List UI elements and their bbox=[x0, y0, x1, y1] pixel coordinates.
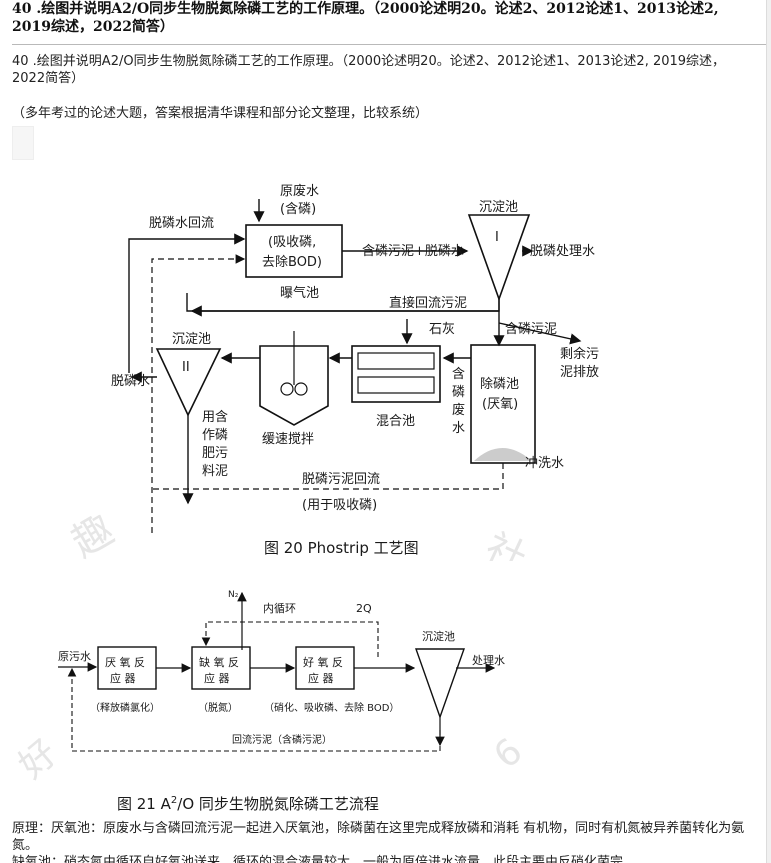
anoxic-principle: 缺氧池：硝态氮由循环自好氧池送来，循环的混合液量较大，一般为原倍进水流量，此段主… bbox=[12, 855, 624, 863]
figure-1-caption: 图 20 Phostrip 工艺图 bbox=[264, 539, 419, 557]
sludge-return-label: 回流污泥（含磷污泥） bbox=[232, 733, 332, 746]
p-wastewater-char: 含 bbox=[452, 366, 465, 382]
internal-cycle-label: 内循环 bbox=[263, 601, 296, 615]
anaerobic-label-2: 应 器 bbox=[110, 671, 136, 685]
sludge-return-label: 脱磷污泥回流 bbox=[302, 472, 380, 487]
fertilizer-char: 肥污 bbox=[202, 446, 228, 461]
watermark: 社 bbox=[478, 525, 534, 561]
image-placeholder bbox=[12, 126, 34, 160]
principle-paragraph: 原理：厌氧池：原废水与含磷回流污泥一起进入厌氧池，除磷菌在这里完成释放磷和消耗 … bbox=[12, 820, 757, 863]
clarifier-2-shape bbox=[155, 348, 222, 417]
stripper-label-2: (厌氧) bbox=[482, 397, 518, 412]
fertilizer-char: 作磷 bbox=[202, 428, 228, 443]
aerobic-label: 好 氧 反 bbox=[303, 655, 343, 669]
slow-mix-label: 缓速搅拌 bbox=[262, 431, 314, 447]
treated-water-label: 脱磷处理水 bbox=[530, 244, 595, 259]
anoxic-label: 缺 氧 反 bbox=[199, 655, 239, 669]
lime-label: 石灰 bbox=[429, 322, 455, 337]
fertilizer-char: 用含 bbox=[202, 409, 228, 425]
excess-sludge-label: 剩余污 bbox=[560, 346, 599, 362]
settling-tank bbox=[415, 648, 465, 720]
aeration-tank-label: 曝气池 bbox=[280, 285, 319, 301]
mix-tank-label: 混合池 bbox=[376, 414, 415, 429]
direct-return-label: 直接回流污泥 bbox=[389, 295, 467, 311]
watermark: 趣 bbox=[64, 507, 122, 561]
aerobic-note: （硝化、吸收磷、去除 BOD） bbox=[264, 701, 399, 714]
effluent-label: 处理水 bbox=[472, 654, 505, 667]
anaerobic-label: 厌 氧 反 bbox=[105, 655, 145, 669]
anaerobic-note: （释放磷氯化） bbox=[90, 701, 160, 714]
clarifier-2-roman: II bbox=[182, 360, 190, 375]
excess-sludge-label-2: 泥排放 bbox=[560, 365, 599, 380]
a2o-figure: 好 6 N₂ 内循环 2Q 原污水 厌 氧 反 应 器 （释放磷氯化） 缺 氧 … bbox=[11, 565, 560, 818]
dephos-water-label: 脱磷水 bbox=[111, 374, 150, 389]
scrollbar[interactable] bbox=[766, 0, 771, 863]
p-wastewater-char: 水 bbox=[452, 421, 465, 436]
phostrip-figure: 趣 社 原废水 (含磷) (吸收磷, 去除BOD) 曝气池 脱磷水回流 沉淀池 … bbox=[12, 163, 705, 584]
note-paragraph: （多年考过的论述大题，答案根据清华课程和部分论文整理，比较系统） bbox=[12, 106, 429, 121]
clarifier-1-label: 沉淀池 bbox=[479, 200, 518, 215]
watermark: 好 bbox=[12, 732, 65, 787]
wash-water-label: 冲洗水 bbox=[525, 456, 564, 471]
aeration-box-label-2: 去除BOD) bbox=[262, 255, 322, 270]
figure-2-caption: 图 21 A2/O 同步生物脱氮除磷工艺流程 bbox=[117, 795, 379, 813]
p-wastewater-char: 废 bbox=[452, 402, 465, 418]
n2-label: N₂ bbox=[228, 590, 239, 600]
sludge-water-label: 含磷污泥+脱磷水 bbox=[362, 243, 464, 259]
phostrip-diagram: 趣 社 原废水 (含磷) (吸收磷, 去除BOD) 曝气池 脱磷水回流 沉淀池 … bbox=[64, 183, 599, 584]
question-paragraph: 40 .绘图并说明A2/O同步生物脱氮除磷工艺的工作原理。（2000论述明20。… bbox=[12, 54, 726, 86]
mix-tank bbox=[351, 345, 441, 403]
anaerobic-principle: 原理：厌氧池：原废水与含磷回流污泥一起进入厌氧池，除磷菌在这里完成释放磷和消耗 … bbox=[12, 821, 745, 853]
fertilizer-char: 料泥 bbox=[202, 464, 228, 479]
anoxic-label-2: 应 器 bbox=[204, 671, 230, 685]
clarifier-2-label: 沉淀池 bbox=[172, 332, 211, 347]
for-uptake-label: (用于吸收磷) bbox=[302, 498, 377, 513]
p-wastewater-char: 磷 bbox=[452, 385, 465, 400]
clarifier-1-roman: I bbox=[495, 230, 499, 245]
return-flow-label: 脱磷水回流 bbox=[149, 216, 214, 231]
question-heading: 40 .绘图并说明A2/O同步生物脱氮除磷工艺的工作原理。（2000论述明20。… bbox=[12, 1, 719, 35]
settling-label: 沉淀池 bbox=[422, 629, 455, 643]
watermark: 6 bbox=[486, 731, 530, 777]
clarifier-1-shape bbox=[467, 214, 531, 302]
raw-water-label: 原污水 bbox=[58, 650, 91, 663]
stripper-label: 除磷池 bbox=[480, 377, 519, 392]
q2-label: 2Q bbox=[356, 602, 372, 615]
aerobic-label-2: 应 器 bbox=[308, 671, 334, 685]
aeration-box-label: (吸收磷, bbox=[268, 235, 316, 250]
slow-mix-tank bbox=[259, 345, 329, 426]
a2o-diagram: 好 6 N₂ 内循环 2Q 原污水 厌 氧 反 应 器 （释放磷氯化） 缺 氧 … bbox=[11, 590, 530, 813]
raw-water-label: 原废水 bbox=[280, 183, 319, 199]
divider bbox=[12, 44, 766, 45]
raw-water-label-2: (含磷) bbox=[280, 201, 316, 217]
anoxic-note: （脱氮） bbox=[198, 701, 238, 714]
